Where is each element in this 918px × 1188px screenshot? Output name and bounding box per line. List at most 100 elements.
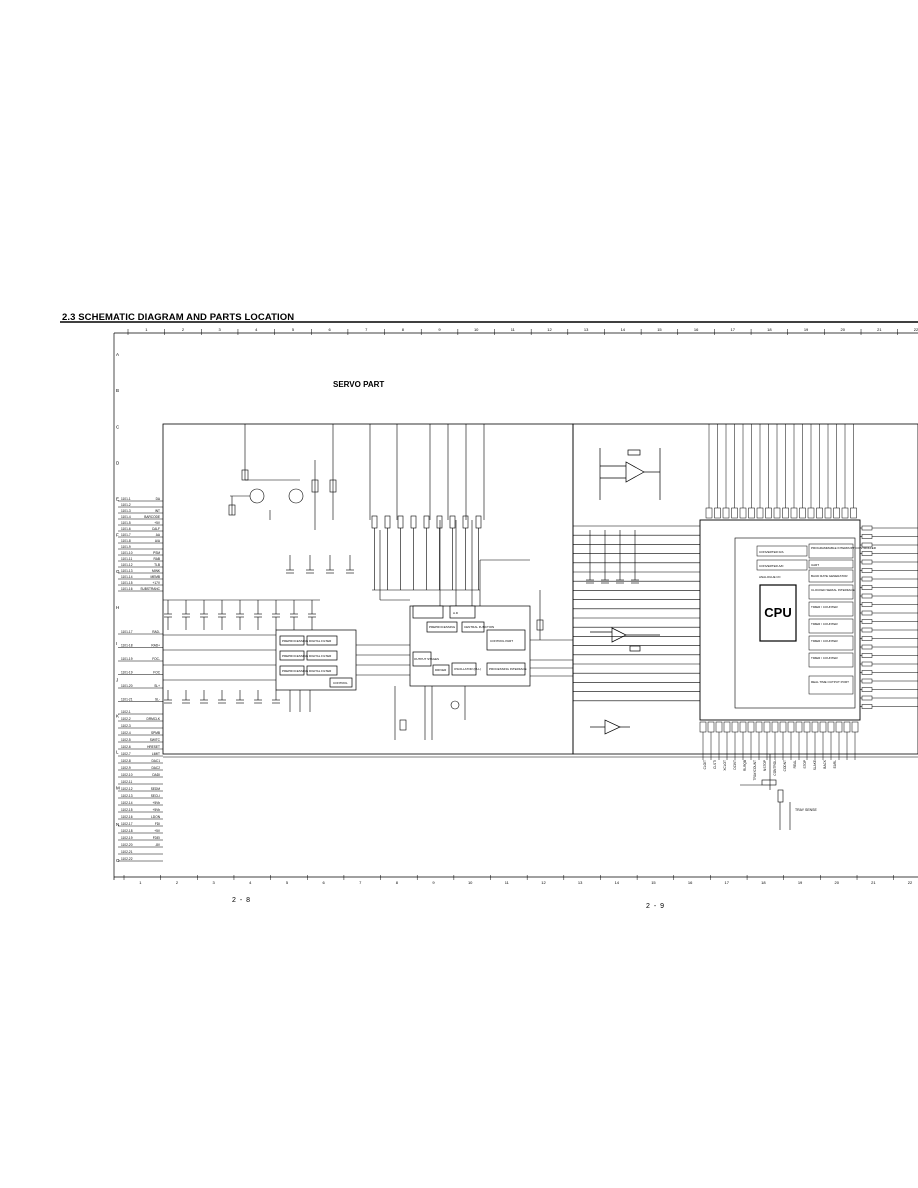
connector-pin: 1101-13 xyxy=(121,569,133,573)
cpu-right-pin xyxy=(861,678,873,684)
cpu-right-pin xyxy=(861,559,873,565)
grid-col-bottom-22: 22 xyxy=(908,880,913,885)
grid-col-top-16: 16 xyxy=(694,327,699,332)
connector-signal: DAC2 xyxy=(151,766,160,770)
op-amp-upper xyxy=(599,448,661,500)
grid-row-K: K xyxy=(116,713,119,718)
cpu-top-pin xyxy=(739,507,747,519)
connector-pin: 1101-3 xyxy=(121,509,131,513)
cpu-top-pin xyxy=(824,507,832,519)
grid-col-top-17: 17 xyxy=(731,327,736,332)
connector-pin: 1101-19 xyxy=(121,657,133,661)
resistor xyxy=(397,515,404,529)
grid-col-top-6: 6 xyxy=(328,327,331,332)
cpu-right-pin xyxy=(861,602,873,607)
bottom-signal: BACK xyxy=(823,759,827,769)
bottom-signal: CLSTI xyxy=(713,760,717,769)
grid-row-H: H xyxy=(116,605,119,610)
cpu-bottom-pin xyxy=(723,721,731,733)
grid-col-top-14: 14 xyxy=(621,327,626,332)
connector-pin: 1102-3 xyxy=(121,724,131,728)
connector-signal: +5Vb xyxy=(152,808,160,812)
grid-col-bottom-3: 3 xyxy=(213,880,216,885)
grid-row-O: O xyxy=(116,858,120,863)
connector-pin: 1102-15 xyxy=(121,808,133,812)
grid-col-top-1: 1 xyxy=(145,327,148,332)
connector-signal: SWITC xyxy=(150,738,161,742)
bottom-signal: SLAKE xyxy=(813,760,817,770)
grid-row-I: I xyxy=(116,641,117,646)
connector-pin: 1102-12 xyxy=(121,787,133,791)
resistor xyxy=(371,515,378,529)
cpu-bottom-pin xyxy=(763,721,771,733)
connector-signal: A/A xyxy=(155,539,161,543)
grid-col-top-19: 19 xyxy=(804,327,809,332)
grid-col-top-12: 12 xyxy=(547,327,552,332)
connector-pin: 1101-16 xyxy=(121,587,133,591)
connector-signal: DA xyxy=(156,497,161,501)
block-uart: UART xyxy=(811,563,819,567)
bottom-signal: CONTROL xyxy=(773,760,777,776)
block-control-part: CONTROL PART xyxy=(490,639,513,643)
cpu-bottom-pin xyxy=(795,721,803,733)
cpu-right-pin xyxy=(861,661,873,667)
grid-row-F: F xyxy=(116,533,119,538)
grid-row-G: G xyxy=(116,569,120,574)
decoder-ic-labels: PREPROCESSING DIGITAL FILTER PREPROCESSI… xyxy=(282,639,348,685)
cpu-top-pin xyxy=(773,507,781,519)
connector-pin: 1102-17 xyxy=(121,822,133,826)
cpu-right-pin xyxy=(861,627,873,633)
cpu-bottom-pin xyxy=(779,721,787,733)
servo-ic-labels: A.D PREPROCESSING CENTRAL FUNCTION CONTR… xyxy=(414,611,527,672)
connector-pin: 1101-8 xyxy=(121,539,131,543)
cpu-chip-labels: CONVERTER D/A CONVERTER A/D ANALOGUE I/O… xyxy=(759,546,877,684)
block-adc: A.D xyxy=(453,611,459,615)
grid-col-bottom-21: 21 xyxy=(871,880,876,885)
cpu-top-pin xyxy=(748,507,755,519)
op-amp-middle xyxy=(590,627,660,652)
connector-signal: PSM xyxy=(153,551,160,555)
grid-row-B: B xyxy=(116,388,119,393)
connector-pin: 1101-2 xyxy=(121,503,131,507)
connector-pin: 1102-19 xyxy=(121,836,133,840)
grid-col-bottom-14: 14 xyxy=(615,880,620,885)
block-analogue-io: ANALOGUE I/O xyxy=(759,575,781,579)
connector-signal: +5Vb xyxy=(152,801,160,805)
cpu-top-pin xyxy=(850,507,857,519)
connector-pin: 1102-20 xyxy=(121,843,133,847)
cpu-chip xyxy=(699,519,861,721)
resistor xyxy=(423,515,430,529)
grid-col-bottom-17: 17 xyxy=(725,880,730,885)
connector-pin: 1101-14 xyxy=(121,575,133,579)
connector-pin: 1102-14 xyxy=(121,801,133,805)
grid-col-bottom-20: 20 xyxy=(834,880,839,885)
cpu-bottom-pin xyxy=(811,721,819,733)
connector-signal: SECLI xyxy=(151,794,160,798)
connector-pin: 1102-5 xyxy=(121,738,131,742)
connector-signal: SUBSTRANC xyxy=(140,587,160,591)
grid-col-top-10: 10 xyxy=(474,327,479,332)
resistor xyxy=(449,515,456,529)
cpu-right-pin xyxy=(861,644,873,650)
grid-row-E: E xyxy=(116,497,119,502)
block-converter-da: CONVERTER D/A xyxy=(759,550,784,554)
connector-pin: 1101-1 xyxy=(121,497,131,501)
connector-signal: LIMIT xyxy=(152,752,160,756)
connector-pin: 1101-17 xyxy=(121,630,133,634)
top-signal-lines xyxy=(369,424,485,520)
block-output-stages: OUTPUT STAGES xyxy=(414,657,439,661)
connector-pin: 1101-21 xyxy=(121,698,133,702)
grid-row-L: L xyxy=(116,750,119,755)
grid-col-top-4: 4 xyxy=(255,327,258,332)
grid-col-top-21: 21 xyxy=(877,327,882,332)
tray-sense-circuit xyxy=(740,754,791,830)
block-timer-4: TIMER / COUNTER xyxy=(811,656,838,660)
block-serial-interface: CLOCKED SERIAL INTERFACE xyxy=(811,588,855,592)
cpu-right-pins xyxy=(860,525,918,709)
connector-signal: RAD+ xyxy=(151,644,160,648)
